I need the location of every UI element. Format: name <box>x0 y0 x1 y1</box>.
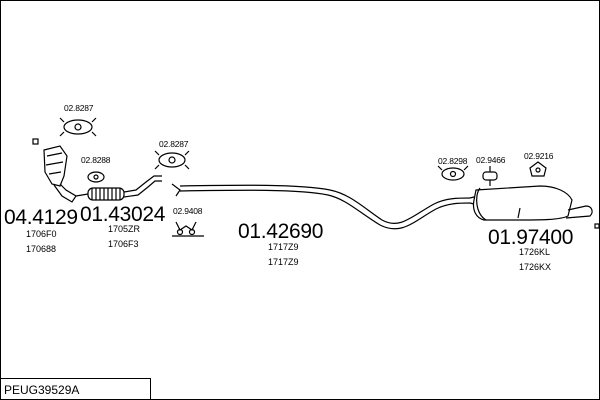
part-code: 1717Z9 <box>268 257 299 267</box>
rubber-mount-icon[interactable] <box>529 161 547 177</box>
part-code: 170688 <box>26 244 57 254</box>
catalytic-converter-icon[interactable] <box>32 138 77 203</box>
reference-box: PEUG39529A <box>0 378 151 399</box>
fitting-number[interactable]: 02.8288 <box>81 155 111 165</box>
fitting-number[interactable]: 02.8287 <box>159 139 189 149</box>
fitting-number[interactable]: 02.9466 <box>476 155 506 165</box>
part-code: 1717Z9 <box>268 242 299 252</box>
middle-pipe-icon[interactable] <box>171 183 471 230</box>
part-number-catalyst[interactable]: 04.4129 <box>4 206 78 229</box>
part-number-middle-pipe[interactable]: 01.42690 <box>238 220 324 243</box>
clamp-icon[interactable] <box>59 117 97 137</box>
fitting-number[interactable]: 02.9216 <box>524 151 554 161</box>
part-code: 1726KX <box>519 262 552 272</box>
part-code: 1706F0 <box>26 229 57 239</box>
reference-code: PEUG39529A <box>4 383 80 397</box>
clamp-icon[interactable] <box>154 150 190 170</box>
rubber-mount-icon[interactable] <box>172 221 204 237</box>
part-number-rear-silencer[interactable]: 01.97400 <box>488 226 574 249</box>
fitting-number[interactable]: 02.8298 <box>438 156 468 166</box>
edge-marker <box>594 223 600 229</box>
fitting-number[interactable]: 02.9408 <box>173 206 203 216</box>
part-code: 1705ZR <box>108 224 141 234</box>
fitting-number[interactable]: 02.8287 <box>64 103 94 113</box>
clamp-icon[interactable] <box>437 165 469 181</box>
part-code: 1726KL <box>519 247 551 257</box>
rear-silencer-icon[interactable] <box>469 185 593 221</box>
rubber-mount-icon[interactable] <box>482 166 498 186</box>
part-number-front-pipe[interactable]: 01.43024 <box>80 203 166 226</box>
part-code: 1706F3 <box>108 239 139 249</box>
front-pipe-icon[interactable] <box>75 175 162 201</box>
gasket-icon[interactable] <box>87 171 105 183</box>
